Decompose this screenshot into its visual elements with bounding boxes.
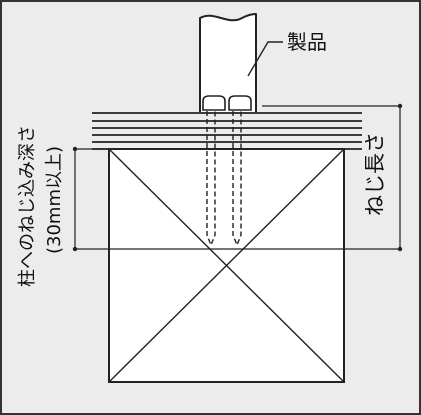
product-body bbox=[199, 13, 257, 112]
product-leader bbox=[247, 41, 283, 77]
screw-length-dimension bbox=[236, 103, 403, 252]
embed-depth-dimension bbox=[72, 146, 236, 252]
embed-depth-min-label: (30mm以上) bbox=[44, 146, 65, 254]
screw-shafts bbox=[206, 111, 242, 247]
embed-depth-label: 柱へのねじ込み深さ bbox=[17, 125, 38, 287]
screw-length-label: ねじ長さ bbox=[363, 132, 387, 216]
screw-heads bbox=[202, 95, 252, 111]
product-label: 製品 bbox=[287, 30, 327, 54]
column-cross-section bbox=[108, 148, 345, 383]
